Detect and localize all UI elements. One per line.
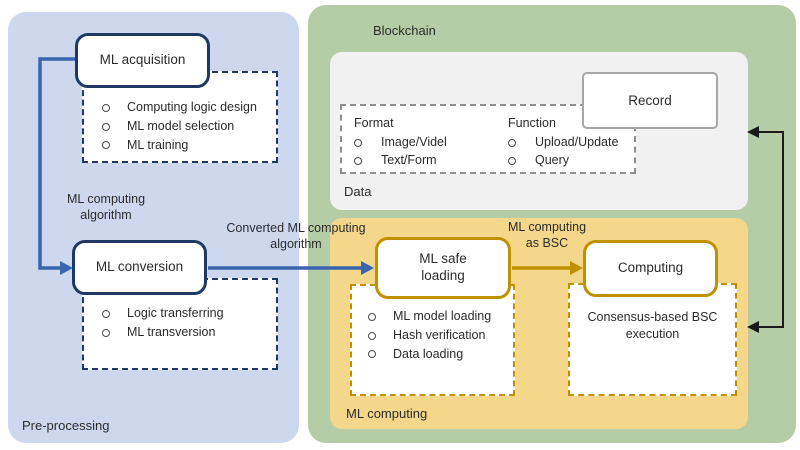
- list-item: Query: [508, 152, 618, 168]
- list-item-label: Query: [535, 152, 570, 167]
- bullet-icon: [368, 350, 376, 359]
- list-item: Logic transferring: [102, 306, 270, 321]
- safe-loading-details-box: ML model loading Hash verification Data …: [350, 284, 515, 396]
- bullet-icon: [102, 328, 110, 337]
- ml-safe-loading-label: ML safe loading: [419, 251, 467, 283]
- bullet-icon: [354, 138, 362, 147]
- bullet-icon: [102, 122, 110, 131]
- list-item-label: ML transversion: [127, 324, 216, 339]
- list-item: Hash verification: [368, 327, 509, 343]
- ml-computing-algorithm-edge-label: ML computing algorithm: [66, 192, 146, 223]
- ml-acquisition-label: ML acquisition: [99, 52, 186, 68]
- list-item-label: Text/Form: [381, 152, 437, 167]
- list-item-label: ML training: [127, 137, 189, 152]
- blockchain-panel-label: Blockchain: [373, 23, 436, 38]
- function-column: Function Upload/Update Query: [508, 116, 618, 172]
- record-box: Record: [582, 72, 718, 129]
- bullet-icon: [102, 141, 110, 150]
- ml-conversion-label: ML conversion: [95, 259, 184, 275]
- bullet-icon: [368, 331, 376, 340]
- bullet-icon: [508, 156, 516, 165]
- list-item-label: Image/Videl: [381, 135, 447, 149]
- list-item-label: Data loading: [393, 346, 464, 361]
- list-item: ML transversion: [102, 324, 270, 340]
- bullet-icon: [102, 309, 110, 318]
- list-item: Computing logic design: [102, 100, 270, 115]
- ml-acquisition-box: ML acquisition: [75, 33, 210, 88]
- list-item: ML model selection: [102, 118, 270, 134]
- record-label: Record: [628, 93, 672, 108]
- list-item-label: Logic transferring: [127, 306, 224, 320]
- list-item-label: ML model selection: [127, 118, 235, 133]
- list-item-label: Upload/Update: [535, 135, 619, 149]
- computing-note: Consensus-based BSC execution: [587, 310, 718, 341]
- format-column-title: Format: [354, 116, 394, 130]
- list-item-label: Computing logic design: [127, 100, 257, 114]
- format-column: Format Image/Videl Text/Form: [354, 116, 447, 172]
- ml-computing-panel-label: ML computing: [346, 406, 428, 421]
- computing-label: Computing: [617, 260, 684, 276]
- bullet-icon: [508, 138, 516, 147]
- list-item-label: Hash verification: [393, 327, 486, 342]
- ml-safe-loading-box: ML safe loading: [375, 237, 511, 299]
- list-item: Text/Form: [354, 152, 447, 168]
- list-item: ML model loading: [368, 309, 509, 324]
- list-item: Data loading: [368, 346, 509, 362]
- converted-ml-edge-label: Converted ML computing algorithm: [226, 221, 366, 252]
- bsc-edge-label: ML computing as BSC: [507, 220, 587, 251]
- bullet-icon: [368, 312, 376, 321]
- list-item-label: ML model loading: [393, 309, 492, 323]
- ml-conversion-box: ML conversion: [72, 240, 207, 295]
- bullet-icon: [102, 103, 110, 112]
- computing-details-box: Consensus-based BSC execution: [568, 283, 737, 396]
- preprocessing-panel-label: Pre-processing: [22, 418, 110, 433]
- list-item: Image/Videl: [354, 135, 447, 150]
- bullet-icon: [354, 156, 362, 165]
- computing-box: Computing: [583, 240, 718, 297]
- data-panel-label: Data: [344, 184, 372, 199]
- function-column-title: Function: [508, 116, 556, 130]
- list-item: Upload/Update: [508, 135, 619, 150]
- list-item: ML training: [102, 137, 270, 153]
